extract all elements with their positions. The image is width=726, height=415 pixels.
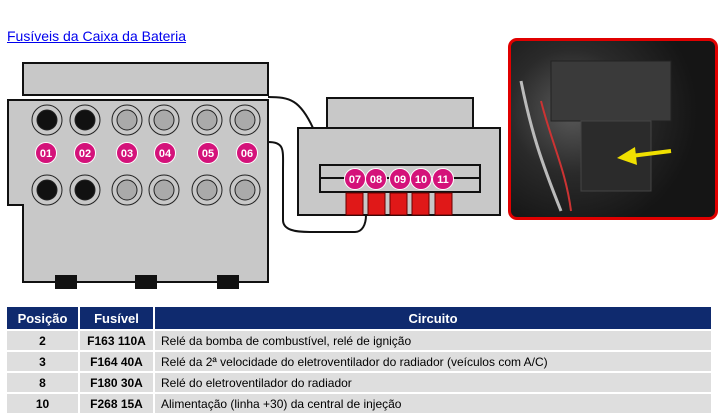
relay-badge-circle	[410, 168, 432, 190]
yellow-arrow-icon	[617, 147, 672, 165]
relay-badge: 08	[370, 174, 382, 186]
fuse-box-title-link[interactable]: Fusíveis da Caixa da Bateria	[7, 28, 186, 44]
photo-scene	[519, 60, 672, 212]
relay-slot[interactable]	[367, 192, 386, 216]
cell-fuse: F180 30A	[79, 371, 155, 393]
main-box-cover	[22, 62, 269, 96]
fuse-terminal-empty	[153, 109, 175, 131]
fuse-badge: 05	[202, 148, 214, 160]
fuse-badge-circle	[154, 142, 176, 164]
cell-position: 10	[7, 392, 80, 413]
relay-slot[interactable]	[411, 192, 430, 216]
terminal-connector	[217, 275, 239, 289]
fuse-terminal-filled	[36, 179, 58, 201]
cell-fuse: F163 110A	[79, 329, 155, 351]
terminal-connector	[55, 275, 77, 289]
fuse-box-diagram: 01 02 03 04 05 06 07 08 09 10 11	[7, 62, 501, 289]
fuse-box-photo	[508, 38, 718, 220]
relay-slot[interactable]	[434, 192, 453, 216]
fuse-terminal-empty	[116, 179, 138, 201]
fuse-terminal-empty	[153, 179, 175, 201]
fuse-terminal-empty	[196, 109, 218, 131]
cell-circuit: Alimentação (linha +30) da central de in…	[154, 392, 713, 413]
fuse-badge: 06	[241, 148, 253, 160]
relay-badge: 10	[415, 174, 427, 186]
fuse-badge: 04	[159, 148, 172, 160]
fuse-terminal-empty	[234, 109, 256, 131]
fuse-badge: 03	[121, 148, 133, 160]
header-fuse: Fusível	[79, 307, 155, 330]
cell-position: 8	[7, 371, 80, 393]
cell-circuit: Relé da 2ª velocidade do eletroventilado…	[154, 350, 713, 372]
relay-badge-circle	[365, 168, 387, 190]
cell-position: 3	[7, 350, 80, 372]
fuse-badge-circle	[74, 142, 96, 164]
fuse-badge-circle	[197, 142, 219, 164]
relay-badge: 09	[394, 174, 406, 186]
fuse-badge: 02	[79, 148, 91, 160]
terminal-connector	[135, 275, 157, 289]
fuse-terminal-filled	[74, 179, 96, 201]
fuse-terminal-filled	[36, 109, 58, 131]
cell-fuse: F164 40A	[79, 350, 155, 372]
relay-badge: 11	[437, 174, 449, 186]
cell-circuit: Relé da bomba de combustível, relé de ig…	[154, 329, 713, 351]
relay-badge-circle	[432, 168, 454, 190]
fuse-badge-circle	[35, 142, 57, 164]
fuse-terminal-filled	[74, 109, 96, 131]
fuse-badge-circle	[116, 142, 138, 164]
relay-slot[interactable]	[389, 192, 408, 216]
fuse-terminal-empty	[116, 109, 138, 131]
fuse-terminal-empty	[196, 179, 218, 201]
header-circuit: Circuito	[154, 307, 713, 330]
cell-circuit: Relé do eletroventilador do radiador	[154, 371, 713, 393]
relay-badge: 07	[349, 174, 361, 186]
header-position: Posição	[7, 307, 80, 330]
relay-slot[interactable]	[345, 192, 364, 216]
fuse-terminal-empty	[234, 179, 256, 201]
cell-fuse: F268 15A	[79, 392, 155, 413]
fuse-badge: 01	[40, 148, 52, 160]
fuse-badge-circle	[236, 142, 258, 164]
cell-position: 2	[7, 329, 80, 351]
